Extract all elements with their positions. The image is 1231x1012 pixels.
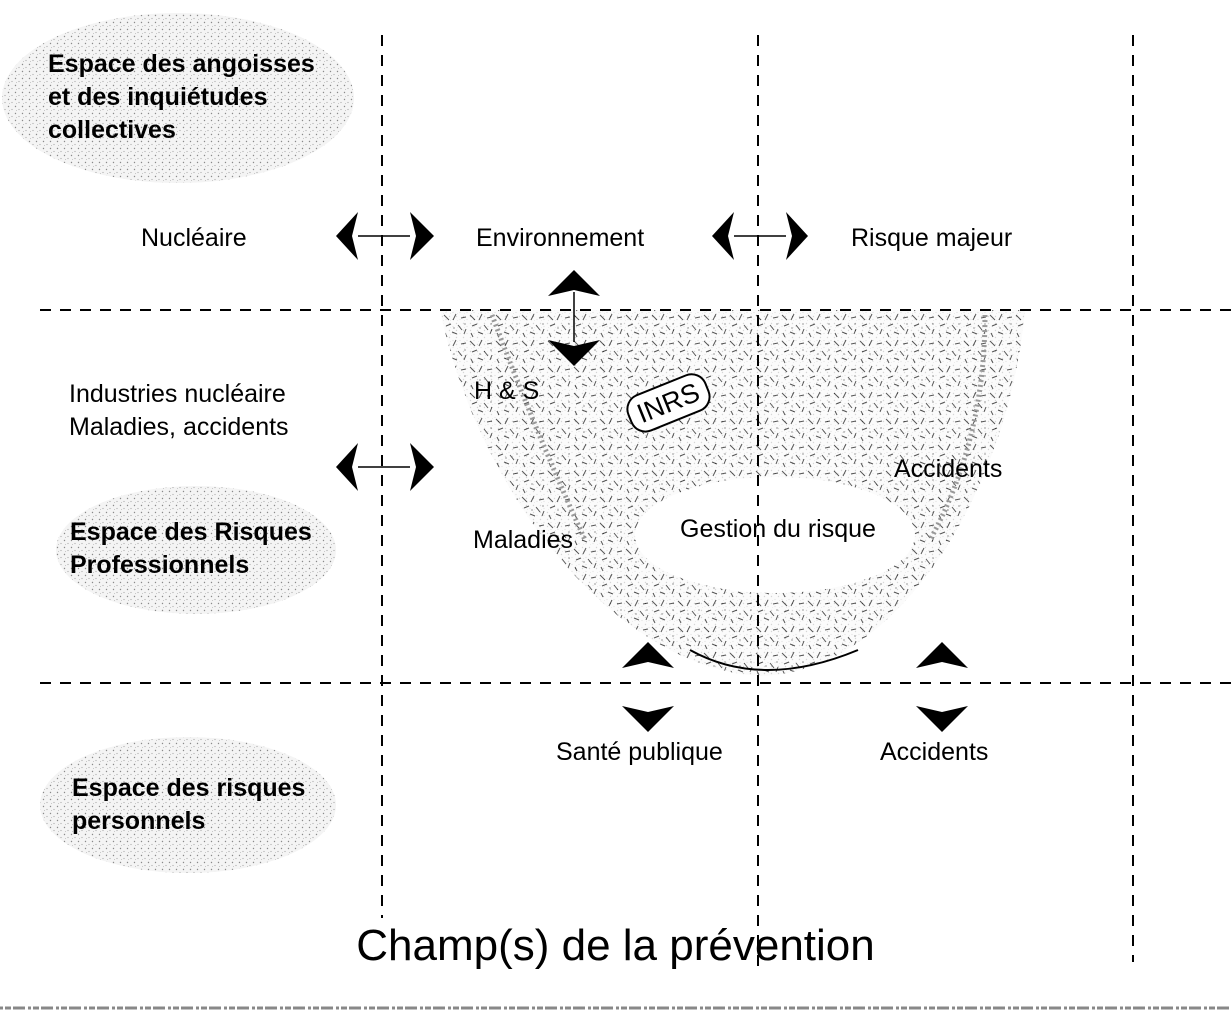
grid-lines <box>40 35 1231 975</box>
risk-management-area <box>635 477 915 593</box>
risk-management-label: Gestion du risque <box>680 515 876 543</box>
environment-label: Environnement <box>476 224 645 252</box>
personal-space-label: Espace des risques personnels <box>72 774 306 835</box>
personal-space-ellipse <box>40 737 336 873</box>
public-health-label: Santé publique <box>556 738 723 766</box>
double-arrow-icon <box>712 212 808 260</box>
double-arrow-icon <box>336 443 434 491</box>
diseases-label: Maladies <box>473 526 574 554</box>
accidents-professional-label: Accidents <box>894 455 1003 483</box>
vertical-double-arrow-icon <box>916 642 968 732</box>
professional-space-label: Espace des Risques Professionnels <box>70 518 312 579</box>
collective-space-ellipse <box>2 13 354 183</box>
double-arrow-icon <box>336 212 434 260</box>
major-risk-label: Risque majeur <box>851 224 1013 252</box>
diagram-title: Champ(s) de la prévention <box>356 921 875 970</box>
hs-boundary <box>489 314 588 542</box>
vertical-double-arrow-icon <box>548 270 600 366</box>
accidents-personal-label: Accidents <box>880 738 989 766</box>
nuclear-label: Nucléaire <box>141 224 247 252</box>
professional-space-ellipse <box>56 486 336 614</box>
hs-label: H & S <box>474 377 540 405</box>
collective-space-label: Espace des angoisses et des inquiétudes … <box>48 50 315 144</box>
accidents-boundary <box>927 314 988 542</box>
prevention-field-baseline <box>689 649 859 671</box>
vertical-double-arrow-icon <box>622 642 674 732</box>
industries-label: Industries nucléaire Maladies, accidents <box>69 380 289 441</box>
